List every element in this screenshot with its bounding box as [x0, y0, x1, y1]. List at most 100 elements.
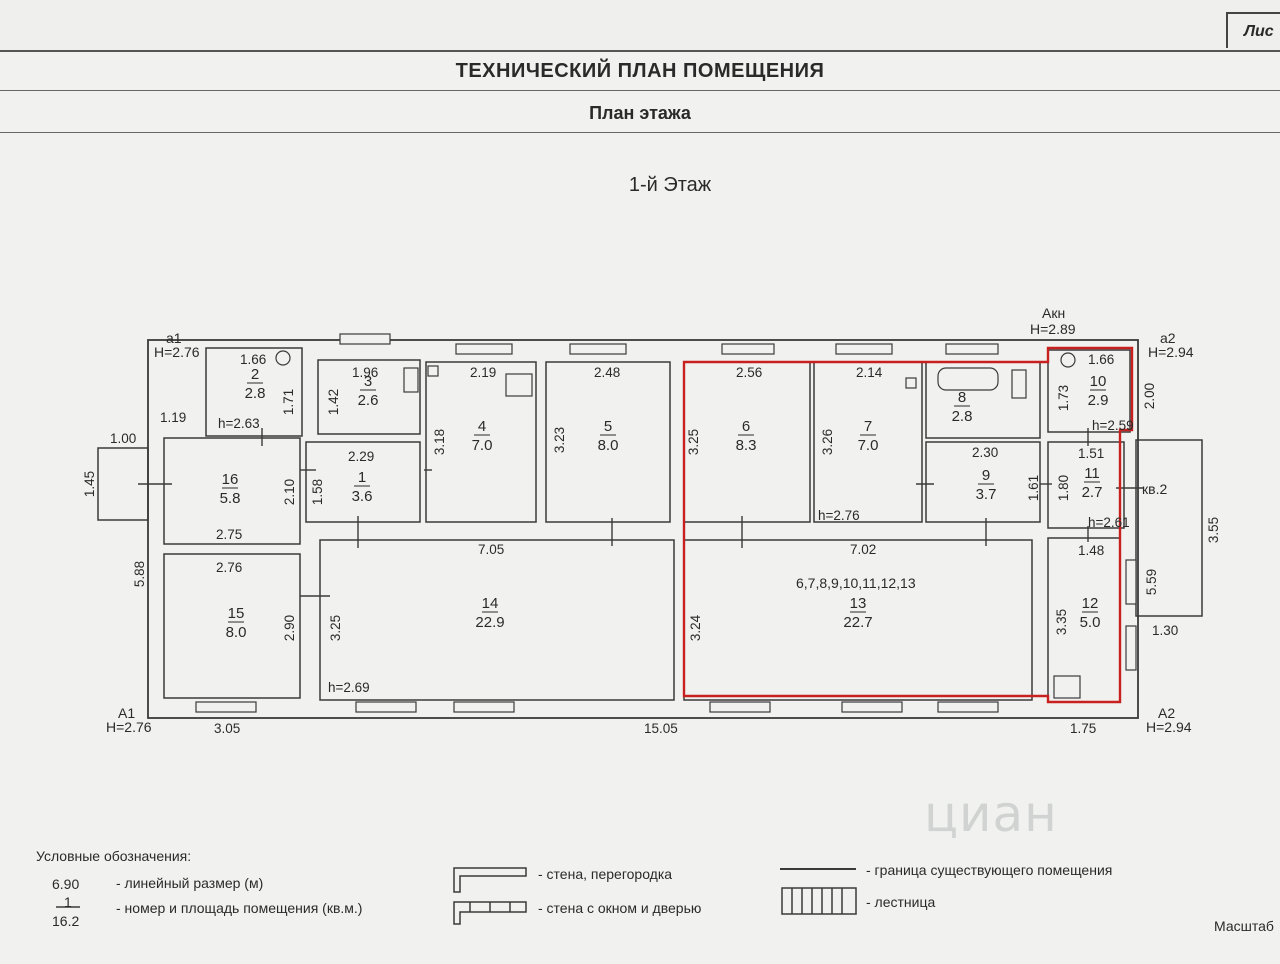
room-9-outline [925, 441, 1041, 523]
boundary-apartment-2 [682, 346, 1134, 704]
dimension-label: 5.88 [132, 561, 147, 587]
room-area: 3.7 [976, 486, 997, 503]
room-area: 22.9 [475, 614, 504, 631]
entrance-porch-right [1135, 439, 1203, 617]
room-area: 8.0 [598, 437, 619, 454]
top-strip: Лис [0, 0, 1280, 52]
window [835, 343, 893, 355]
room-labels: 13.622.832.647.058.068.377.082.893.7102.… [220, 366, 1109, 641]
room-label: 47.0 [472, 418, 493, 454]
window [195, 701, 257, 713]
window [569, 343, 627, 355]
dimension-label: 1.45 [82, 471, 97, 497]
room-15-outline [163, 553, 301, 699]
room-label: 82.8 [952, 389, 973, 425]
dimension-label: 2.14 [856, 365, 883, 380]
room-number: 7 [864, 418, 872, 435]
room-number: 9 [982, 467, 990, 484]
dimension-label: 3.18 [432, 429, 447, 455]
dimension-label: 2.00 [1142, 383, 1157, 409]
room-area: 22.7 [843, 614, 872, 631]
room-label: 112.7 [1082, 465, 1103, 501]
room-4-outline [425, 361, 537, 523]
dimension-label: 5.59 [1144, 569, 1159, 595]
window [339, 333, 391, 345]
scale-label: Масштаб [1214, 918, 1274, 934]
height-label: h=2.63 [218, 416, 260, 431]
dimension-label: 3.05 [214, 721, 240, 736]
dimension-label: 2.56 [736, 365, 762, 380]
marker-A2-height: Н=2.94 [1146, 719, 1192, 735]
room-number: 15 [228, 605, 245, 622]
dimension-label: 1.19 [160, 410, 186, 425]
room-number: 3 [364, 373, 372, 390]
dimension-label: 3.35 [1054, 609, 1069, 635]
room-area: 8.3 [736, 437, 757, 454]
dimension-label: 1.30 [1152, 623, 1178, 638]
dimension-label: 2.90 [282, 615, 297, 641]
room-label: 22.8 [245, 366, 266, 402]
legend-number-desc: - номер и площадь помещения (кв.м.) [116, 900, 363, 916]
window [1125, 559, 1137, 605]
dimension-label: 3.24 [688, 614, 703, 641]
room-label: 68.3 [736, 418, 757, 454]
height-label: h=2.61 [1088, 515, 1130, 530]
fixtures [275, 350, 1081, 699]
watermark-text: циан [924, 785, 1058, 843]
room-label: 102.9 [1088, 373, 1109, 409]
window [355, 701, 417, 713]
document-title: ТЕХНИЧЕСКИЙ ПЛАН ПОМЕЩЕНИЯ [0, 52, 1280, 91]
cian-watermark: циан [924, 785, 1058, 843]
legend-stairs-sample [781, 887, 857, 915]
window [453, 701, 515, 713]
stove-icon [505, 373, 533, 397]
ceiling-heights: h=2.63 h=2.76 h=2.59 h=2.61 h=2.69 [218, 416, 1134, 695]
dimension-label: 1.71 [281, 389, 296, 415]
legend-samples [56, 867, 857, 925]
marker-A1-height: Н=2.76 [106, 719, 152, 735]
dimension-label: 1.58 [310, 479, 325, 505]
room-area: 3.6 [352, 488, 373, 505]
boiler-icon [275, 350, 291, 366]
dimension-label: 2.19 [470, 365, 496, 380]
room-number: 14 [482, 595, 499, 612]
sink-icon [1011, 369, 1027, 399]
legend-boundary-desc: - граница существующего помещения [866, 862, 1113, 878]
room-number: 4 [478, 418, 486, 435]
dimension-label: 3.26 [820, 429, 835, 455]
legend-title: Условные обозначения: [36, 848, 192, 864]
room-number: 10 [1090, 373, 1107, 390]
dimension-label: 1.73 [1056, 385, 1071, 411]
room-14-outline [319, 539, 675, 701]
dimension-label: 3.25 [686, 429, 701, 455]
room-label: 58.0 [598, 418, 619, 454]
room-label: 93.7 [976, 467, 997, 503]
legend-wall-desc: - стена, перегородка [538, 866, 673, 882]
room-area: 2.6 [358, 392, 379, 409]
room-area: 7.0 [472, 437, 493, 454]
sheet-tab: Лис [1226, 12, 1280, 48]
apartment-label: кв.2 [1142, 481, 1167, 497]
dimension-label: 3.55 [1206, 517, 1221, 543]
legend-sample-number: 1 [64, 894, 72, 910]
room-number: 13 [850, 595, 867, 612]
marker-akn-height: Н=2.89 [1030, 321, 1076, 337]
room-2-outline [205, 347, 303, 437]
dimension-label: 1.61 [1026, 475, 1041, 501]
legend-wall-sample [453, 867, 527, 893]
stove-icon [1053, 675, 1081, 699]
socket-icon [905, 377, 917, 389]
marker-akn: Акн [1042, 305, 1065, 321]
room-area: 2.9 [1088, 392, 1109, 409]
window [937, 701, 999, 713]
dimension-label: 3.25 [328, 615, 343, 641]
room-10-outline [1047, 349, 1131, 433]
dimension-label: 2.10 [282, 479, 297, 505]
room-area: 2.8 [952, 408, 973, 425]
room-area: 7.0 [858, 437, 879, 454]
room-1-outline [305, 441, 421, 523]
dimension-label: 1.51 [1078, 446, 1104, 461]
boiler-icon [1060, 352, 1076, 368]
room-number: 2 [251, 366, 259, 383]
room-5-outline [545, 361, 671, 523]
